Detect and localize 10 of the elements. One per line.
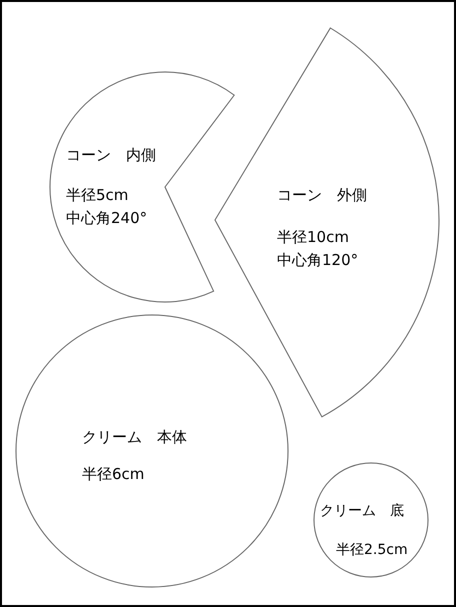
dimension-text: 中心角240° [66,209,148,227]
piece-title: クリーム 底 [320,503,404,520]
dimension-text: 半径5cm [66,186,128,204]
dimension-text: 半径2.5cm [336,542,408,559]
dimension-text: 半径10cm [277,228,349,246]
dimension-text: 中心角120° [277,251,358,269]
piece-title: コーン 内側 [66,146,156,164]
dimension-text: 半径6cm [82,465,144,483]
piece-title: クリーム 本体 [82,428,187,446]
piece-title: コーン 外側 [277,186,367,204]
